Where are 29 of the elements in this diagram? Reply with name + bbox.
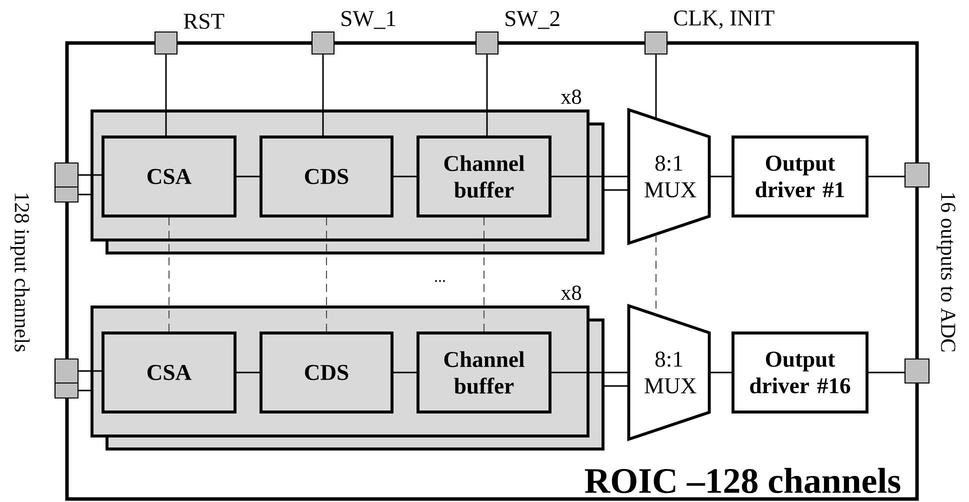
chip-title: ROIC –128 channels [584, 468, 900, 494]
pad [904, 358, 930, 384]
pad [904, 162, 930, 188]
ellipsis: ... [435, 280, 445, 282]
pad [54, 382, 79, 399]
pad [54, 358, 79, 384]
signal-line [78, 194, 91, 196]
signal-line [604, 189, 629, 191]
pad [54, 186, 79, 203]
signal-line [709, 176, 732, 178]
multiplicity-label: x8 [560, 286, 582, 300]
side-label: 16 outputs to ADC [936, 193, 956, 352]
signal-line [655, 54, 657, 119]
pad [54, 162, 79, 188]
driver-box: Output driver #1 [732, 136, 868, 218]
signal-line [78, 390, 91, 392]
pad-label: SW_1 [342, 11, 396, 29]
signal-line [868, 372, 904, 374]
driver-box: Output driver #16 [732, 332, 868, 414]
pad-label: SW_2 [506, 11, 560, 29]
dashed-line [168, 217, 170, 332]
multiplicity-label: x8 [560, 90, 582, 104]
side-label: 128 input channels [10, 194, 30, 352]
signal-line [709, 372, 732, 374]
signal-line [868, 176, 904, 178]
pad-label: RST [184, 14, 224, 29]
dashed-line [326, 217, 327, 332]
signal-line [604, 385, 629, 387]
pad-label: CLK, INIT [674, 10, 774, 29]
